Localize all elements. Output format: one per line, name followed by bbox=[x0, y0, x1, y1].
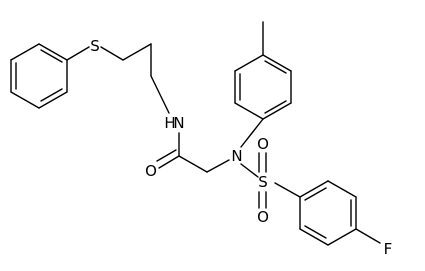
bond-c-o-1 bbox=[158, 155, 180, 169]
bond-c-o-2 bbox=[156, 149, 177, 162]
bond-ch2-n bbox=[206, 159, 230, 173]
atom-o-carbonyl: O bbox=[145, 162, 157, 180]
bond-phenyl-s bbox=[66, 46, 90, 61]
bond-s-ch2 bbox=[100, 46, 124, 61]
bond-n-s bbox=[240, 163, 259, 178]
fluorophenyl-ring bbox=[299, 180, 357, 246]
phenyl-ring bbox=[10, 43, 68, 109]
atom-n-sulfonamide: N bbox=[231, 147, 242, 165]
bond-s-fluorophenyl bbox=[274, 182, 301, 198]
atom-fluorine: F bbox=[384, 240, 393, 258]
atom-n-amide: N bbox=[173, 114, 184, 132]
atom-s-sulfonyl: S bbox=[258, 173, 268, 191]
bond-carbonyl-ch2 bbox=[178, 155, 208, 173]
bond-c-f bbox=[355, 228, 381, 244]
atom-o-sulfonyl-bottom: O bbox=[257, 208, 269, 226]
atom-s-thioether: S bbox=[90, 37, 100, 55]
bond-n-tolyl bbox=[240, 118, 264, 148]
bond-c-n-amide bbox=[150, 75, 170, 114]
bond-ch2-ch2 bbox=[122, 43, 152, 61]
atom-o-sulfonyl-top: O bbox=[257, 135, 269, 153]
tolyl-ring bbox=[234, 54, 292, 120]
atom-h-amide: H bbox=[164, 114, 175, 132]
